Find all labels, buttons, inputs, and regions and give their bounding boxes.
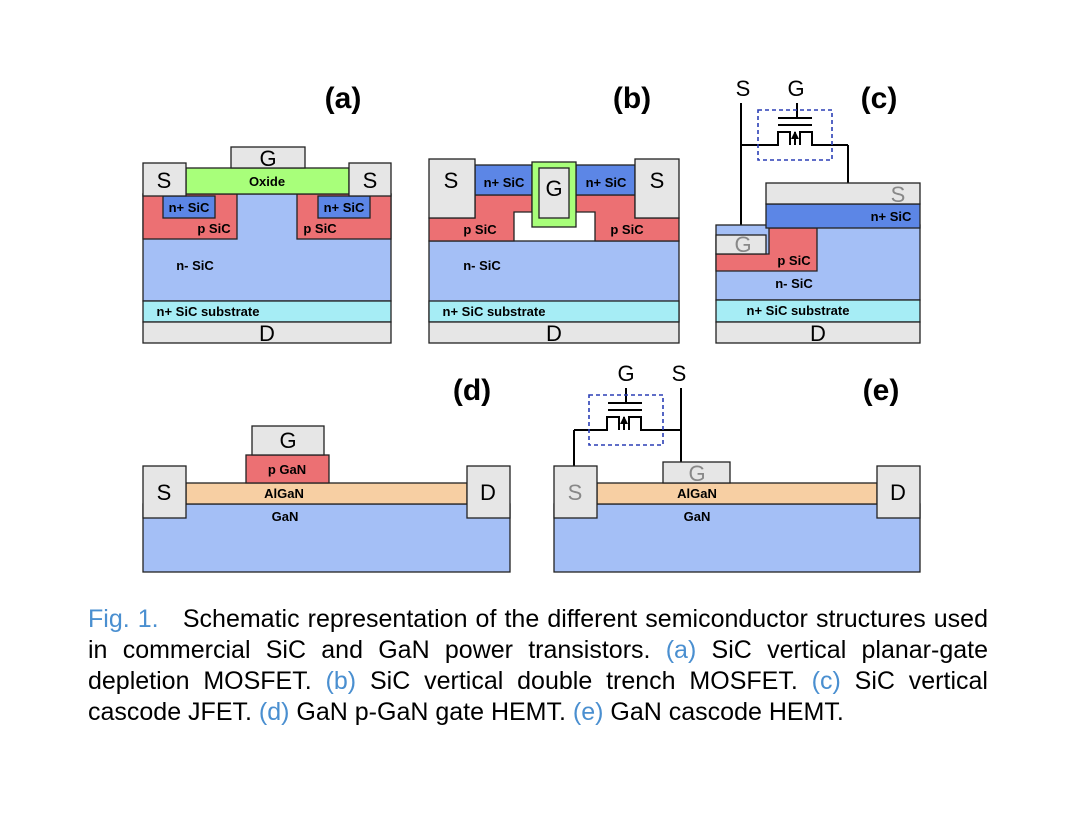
panel-d-tag: (d) (453, 374, 491, 407)
caption-ref-a: (a) (665, 636, 697, 664)
panel-e: (e) G S G S D AlGaN GaN (553, 361, 921, 573)
b-nplus-right-label: n+ SiC (586, 175, 627, 190)
caption-ref-b: (b) (325, 667, 357, 695)
b-source-left-label: S (444, 168, 459, 193)
panel-e-tag: (e) (863, 374, 900, 407)
e-drain (876, 465, 921, 519)
d-drain-label: D (480, 480, 496, 505)
b-drain-label: D (546, 321, 562, 346)
caption-text-d: GaN p-GaN gate HEMT. (296, 698, 566, 726)
caption-text-b: SiC vertical double trench MOSFET. (369, 667, 798, 695)
a-substrate-label: n+ SiC substrate (157, 304, 260, 319)
c-p-label: p SiC (777, 253, 811, 268)
a-source-left (142, 162, 187, 197)
c-nminus-label: n- SiC (775, 276, 813, 291)
b-source-right-label: S (650, 168, 665, 193)
e-gan (553, 503, 921, 573)
panel-c-tag: (c) (861, 82, 898, 115)
c-wiring (740, 103, 849, 230)
b-substrate-label: n+ SiC substrate (443, 304, 546, 319)
c-source-label: S (891, 182, 906, 207)
d-algan (185, 482, 468, 505)
caption-intro: Schematic representation of the differen… (88, 605, 988, 664)
d-gate-label: G (279, 428, 296, 453)
a-gate-label: G (259, 146, 276, 171)
c-mosfet-arrow (791, 131, 799, 139)
caption-text-e: GaN cascode HEMT. (610, 698, 844, 726)
e-terminal-g: G (617, 361, 634, 386)
figure-caption: Fig. 1. Schematic representation of the … (88, 604, 988, 728)
d-gan (142, 503, 511, 573)
caption-ref-c: (c) (811, 667, 841, 695)
b-p-right-label: p SiC (610, 222, 644, 237)
c-gate-label: G (734, 232, 751, 257)
a-oxide-label: Oxide (249, 174, 285, 189)
c-mosfet-box (757, 109, 833, 161)
c-terminal-s: S (736, 76, 751, 101)
e-source (553, 465, 598, 519)
panel-c: (c) S G S n+ SiC G p SiC n- Si (715, 76, 921, 346)
d-algan-label: AlGaN (264, 486, 304, 501)
c-gate (715, 234, 767, 255)
a-source-right-label: S (363, 168, 378, 193)
a-gate (230, 146, 306, 169)
a-nplus-left-label: n+ SiC (169, 200, 210, 215)
d-pgan-label: p GaN (268, 462, 306, 477)
caption-ref-e: (e) (572, 698, 604, 726)
e-mosfet-arrow (620, 416, 628, 424)
a-source-right (348, 162, 392, 197)
a-nplus-right-label: n+ SiC (324, 200, 365, 215)
e-wiring (573, 388, 682, 466)
figure-diagram: .lbl { font-family:"Liberation Sans", sa… (142, 76, 921, 573)
a-nplus-right (317, 195, 371, 219)
c-drain (715, 321, 921, 344)
e-drain-label: D (890, 480, 906, 505)
e-gan-label: GaN (684, 509, 711, 524)
caption-fig-label: Fig. 1. (88, 605, 159, 633)
e-gate-label: G (688, 461, 705, 486)
d-gan-label: GaN (272, 509, 299, 524)
b-gate-label: G (545, 176, 562, 201)
panel-b-tag: (b) (613, 82, 651, 115)
a-source-left-label: S (157, 168, 172, 193)
b-source-right (634, 158, 680, 219)
c-terminal-g: G (787, 76, 804, 101)
a-p-left-label: p SiC (197, 221, 231, 236)
c-drain-label: D (810, 321, 826, 346)
a-drain-label: D (259, 321, 275, 346)
e-mosfet-box (588, 394, 664, 446)
d-source (142, 465, 187, 519)
d-drain (466, 465, 511, 519)
a-nminus-label: n- SiC (176, 258, 214, 273)
b-gate (538, 167, 570, 219)
e-algan (596, 482, 878, 505)
panel-d: (d) G p GaN S D AlGaN GaN (142, 374, 511, 573)
d-gate (251, 425, 325, 456)
b-p-left-label: p SiC (463, 222, 497, 237)
c-nplus-label: n+ SiC (871, 209, 912, 224)
a-drain (142, 321, 392, 344)
b-nplus-left-label: n+ SiC (484, 175, 525, 190)
panel-a: (a) G Oxide S S n+ SiC n+ SiC p SiC p Si… (142, 82, 392, 346)
b-drain (428, 321, 680, 344)
d-source-label: S (157, 480, 172, 505)
caption-text-c: SiC vertical cascode JFET. (88, 667, 988, 726)
c-substrate-label: n+ SiC substrate (747, 303, 850, 318)
e-algan-label: AlGaN (677, 486, 717, 501)
caption-ref-d: (d) (258, 698, 290, 726)
e-terminal-s: S (672, 361, 687, 386)
e-gate (662, 461, 731, 484)
e-source-label: S (568, 480, 583, 505)
b-nminus-label: n- SiC (463, 258, 501, 273)
panel-a-tag: (a) (325, 82, 362, 115)
a-nplus-left (162, 195, 216, 219)
panel-b: (b) G S S n+ SiC n+ SiC p SiC p SiC n- S… (428, 82, 680, 346)
a-p-right-label: p SiC (303, 221, 337, 236)
c-source (765, 182, 921, 205)
caption-text-a: SiC vertical planar-gate depletion MOSFE… (88, 636, 988, 695)
b-source-left (428, 158, 476, 219)
